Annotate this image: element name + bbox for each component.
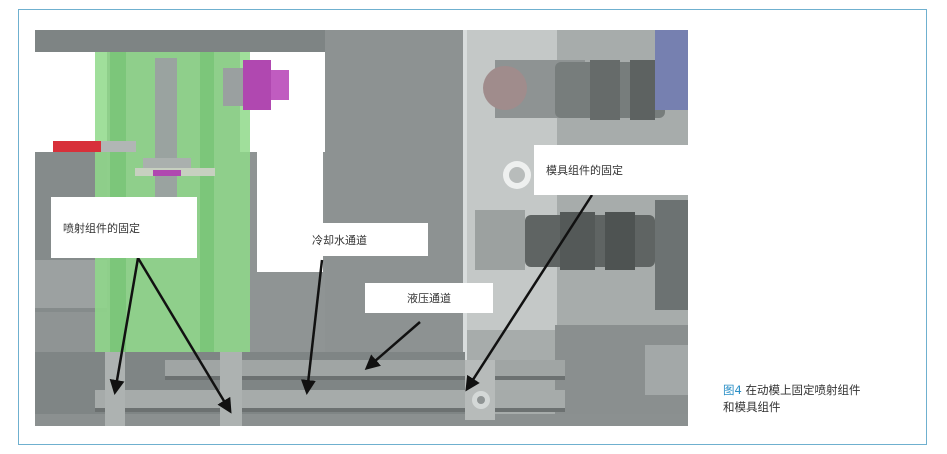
- figure-caption: 图4 在动模上固定喷射组件和模具组件: [723, 382, 863, 416]
- callout-spray-fixing: 喷射组件的固定: [51, 197, 197, 258]
- arrow-hydraulic: [364, 321, 421, 370]
- callout-mold-fixing: 模具组件的固定: [534, 145, 688, 195]
- figure-frame: [18, 9, 927, 445]
- arrow-mold: [465, 194, 594, 392]
- arrow-spray-right: [136, 257, 232, 414]
- magenta-fitting: [243, 60, 271, 110]
- callout-cooling-channel: 冷却水通道: [300, 223, 428, 256]
- arrow-spray-left: [109, 257, 140, 395]
- red-rod: [53, 141, 101, 152]
- caption-text: 在动模上固定喷射组件和模具组件: [723, 383, 861, 414]
- cad-figure: [35, 30, 688, 426]
- caption-number: 图4: [723, 383, 742, 397]
- callout-hydraulic-channel: 液压通道: [365, 283, 493, 313]
- arrow-cooling: [300, 259, 324, 395]
